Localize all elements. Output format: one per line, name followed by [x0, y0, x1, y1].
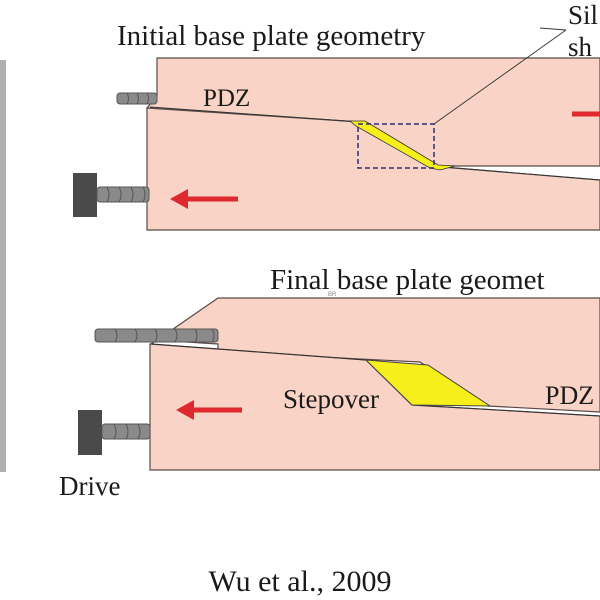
silicone-label-line1: Sil	[568, 0, 599, 30]
leader-line-1	[433, 29, 567, 125]
red-arrow-left-icon	[170, 189, 238, 209]
initial-geometry-title: Initial base plate geometry	[117, 20, 426, 52]
red-arrow-left-icon	[176, 400, 242, 420]
stepover-label: Stepover	[283, 384, 379, 414]
leader-line-2	[539, 27, 567, 31]
pdz-label-bottom: PDZ	[545, 381, 595, 410]
final-geometry-title: Final base plate geomet	[270, 264, 545, 296]
dashed-zoom-box	[357, 123, 435, 169]
silicone-label-line2: sh	[568, 32, 593, 62]
drive-block-icon	[73, 173, 150, 217]
screw-rod-icon	[116, 92, 158, 105]
drive-label: Drive	[59, 471, 121, 501]
left-image-strip	[0, 60, 6, 472]
stepover-basin	[364, 359, 492, 407]
screw-rod-icon	[94, 328, 219, 343]
drive-block-icon	[78, 410, 151, 455]
pdz-label-top: PDZ	[203, 85, 251, 112]
silicone-layer-initial	[348, 120, 456, 171]
citation: Wu et al., 2009	[208, 565, 392, 598]
tiny-mark: BR	[328, 292, 337, 298]
